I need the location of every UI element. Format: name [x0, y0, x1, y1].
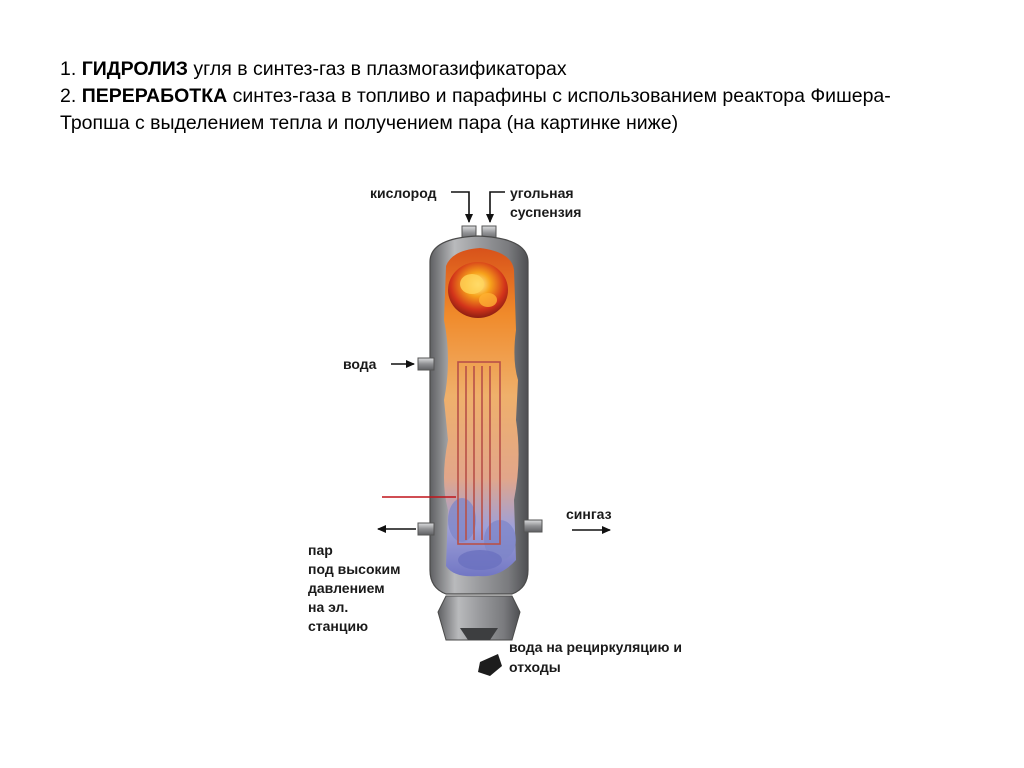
description-text: 1. ГИДРОЛИЗ угля в синтез-газ в плазмога…	[60, 56, 960, 137]
oxygen-label: кислород	[370, 185, 437, 201]
step-1-text: угля в синтез-газ в плазмогазификаторах	[188, 58, 567, 80]
step-1-number: 1.	[60, 58, 82, 80]
recycle-label-1: вода на рециркуляцию и	[509, 639, 682, 655]
recycle-label-2: отходы	[509, 659, 561, 675]
funnel-throat	[460, 628, 498, 640]
waste-lump	[478, 654, 502, 676]
coal-slurry-label-1: угольная	[510, 185, 574, 201]
water-label: вода	[343, 356, 377, 372]
bottom-funnel	[437, 595, 521, 641]
flame-core	[460, 274, 484, 294]
step-2-title: ПЕРЕРАБОТКА	[81, 85, 228, 107]
steam-label-1: пар	[308, 542, 333, 558]
heat-exchanger-tubes	[457, 361, 501, 545]
oxygen-arrow	[451, 191, 473, 223]
steam-label-2: под высоким	[308, 561, 401, 577]
steam-label-5: станцию	[308, 618, 369, 634]
syngas-outlet-pipe	[523, 519, 543, 533]
cool-zone-3	[458, 550, 502, 570]
steam-outlet-pipe	[417, 522, 435, 536]
step-1: 1. ГИДРОЛИЗ угля в синтез-газ в плазмога…	[60, 56, 960, 83]
step-2-text: синтез-газа в топливо и парафины с испол…	[60, 85, 891, 134]
water-inlet-pipe	[417, 357, 435, 371]
cool-zone-1	[448, 498, 476, 542]
syngas-label: сингаз	[566, 506, 612, 522]
step-2: 2. ПЕРЕРАБОТКА синтез-газа в топливо и п…	[60, 83, 960, 137]
steam-label-3: давлением	[308, 580, 385, 596]
coal-slurry-label-2: суспензия	[510, 204, 582, 220]
step-1-title: ГИДРОЛИЗ	[81, 58, 188, 80]
slurry-arrow	[486, 191, 505, 223]
flame-core-2	[479, 293, 497, 307]
steam-label-4: на эл.	[308, 599, 349, 615]
step-2-number: 2.	[60, 85, 82, 107]
